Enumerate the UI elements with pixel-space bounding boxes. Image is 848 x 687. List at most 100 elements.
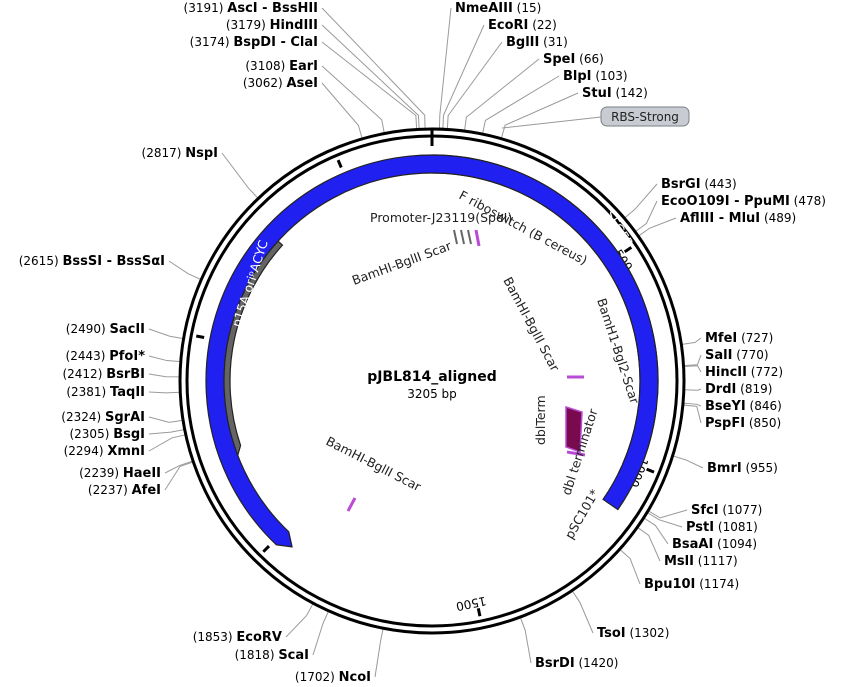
site-position: (1094) [713,537,757,551]
site-leader [500,92,579,139]
restriction-site-label: MslI (1117) [664,554,738,569]
site-leader [682,402,702,407]
site-leader [321,82,363,139]
site-enzyme: SalI [705,348,732,363]
restriction-site-label: (2324) SgrAI [61,410,145,425]
site-leader [164,460,194,474]
tick-mark [336,159,343,169]
rbs-strong-badge-text: RBS-Strong [611,110,679,124]
site-enzyme: TaqII [110,385,145,400]
scar-mark [467,229,472,245]
scar-marks [346,229,586,512]
site-enzyme: AscI - BssHII [227,1,318,16]
site-leader [374,628,384,678]
restriction-site-label: EcoO109I - PpuMI (478) [661,194,826,209]
site-position: (66) [575,52,603,66]
site-labels: (3191) AscI - BssHII(3179) HindIII(3174)… [19,1,826,685]
restriction-site-label: BglII (31) [506,35,568,50]
site-position: (2381) [66,385,110,399]
restriction-site-label: (2443) PfoI* [66,349,146,364]
site-enzyme: BglII [506,35,539,50]
site-position: (2443) [66,349,110,363]
restriction-site-label: (1702) NcoI [295,670,371,685]
restriction-site-label: (2412) BsrBI [62,367,145,382]
site-position: (3108) [245,59,289,73]
site-enzyme: EcoRV [236,630,282,645]
site-leader [438,7,452,130]
site-position: (2615) [19,254,63,268]
site-leader [148,391,181,394]
site-enzyme: SfcI [691,503,719,518]
restriction-site-label: PspFI (850) [705,416,781,431]
site-enzyme: BseYI [705,399,746,414]
plasmid-length: 3205 bp [407,387,457,401]
restriction-site-label: StuI (142) [582,86,648,101]
scar-mark [453,229,458,245]
site-position: (478) [790,194,826,208]
restriction-site-label: MfeI (727) [705,331,773,346]
site-leader [321,65,385,134]
site-enzyme: NcoI [339,670,371,685]
site-leader [619,548,641,585]
scar-mark [346,497,357,512]
site-position: (1117) [694,554,738,568]
restriction-site-label: (2239) HaeII [79,466,161,481]
site-position: (1302) [626,626,670,640]
site-leader [164,461,194,491]
site-position: (103) [592,69,628,83]
site-position: (846) [746,399,782,413]
restriction-site-label: (3174) BspDI - ClaI [190,35,318,50]
tick-mark [476,608,482,617]
tick-mark [646,467,655,474]
restriction-site-label: (2615) BssSI - BssSαI [19,254,165,269]
site-leader [321,7,426,130]
site-leader [681,337,702,345]
feature-arcs [205,154,659,548]
site-leader [148,416,184,423]
site-enzyme: NspI [185,146,218,161]
tick-label: 1500 [455,594,488,614]
site-position: (1420) [575,656,619,670]
scar-label-top: BamHI-BglII Scar [350,238,454,288]
site-position: (3174) [190,35,234,49]
site-position: (2490) [66,322,110,336]
site-enzyme: MfeI [705,331,737,346]
site-enzyme: DrdI [705,382,736,397]
site-leader [646,511,683,528]
site-enzyme: AseI [287,76,318,91]
site-leader [683,365,702,373]
dblterm-label: dblTerm [533,395,548,445]
restriction-site-label: BmrI (955) [707,461,778,476]
site-enzyme: HindIII [270,18,318,33]
restriction-site-label: TsoI (1302) [597,626,669,641]
site-position: (3062) [243,76,287,90]
site-enzyme: Bpu10I [644,577,695,592]
site-leader [464,58,540,132]
restriction-site-label: Bpu10I (1174) [644,577,739,592]
site-leader [312,610,330,656]
site-position: (772) [747,365,783,379]
site-leader-lines [148,7,704,678]
dblterm-block [565,405,583,454]
restriction-site-label: (2490) SacII [66,322,145,337]
site-leader [321,24,420,130]
site-enzyme: BsrGI [661,177,701,192]
site-enzyme: BsrBI [106,367,145,382]
site-leader [148,328,184,340]
restriction-site-label: (2305) BsgI [69,427,145,442]
site-position: (2305) [69,427,113,441]
restriction-site-label: (2817) NspI [142,146,218,161]
restriction-site-label: (3062) AseI [243,76,318,91]
site-leader [285,602,314,638]
restriction-site-label: AflIII - MluI (489) [680,211,796,226]
site-enzyme: XmnI [107,444,145,459]
site-leader [643,517,669,545]
site-position: (15) [513,1,541,15]
site-position: (955) [742,461,778,475]
site-enzyme: PspFI [705,416,745,431]
site-position: (1081) [714,520,758,534]
site-position: (819) [736,382,772,396]
site-position: (22) [528,18,556,32]
site-enzyme: BsrDI [535,656,575,671]
